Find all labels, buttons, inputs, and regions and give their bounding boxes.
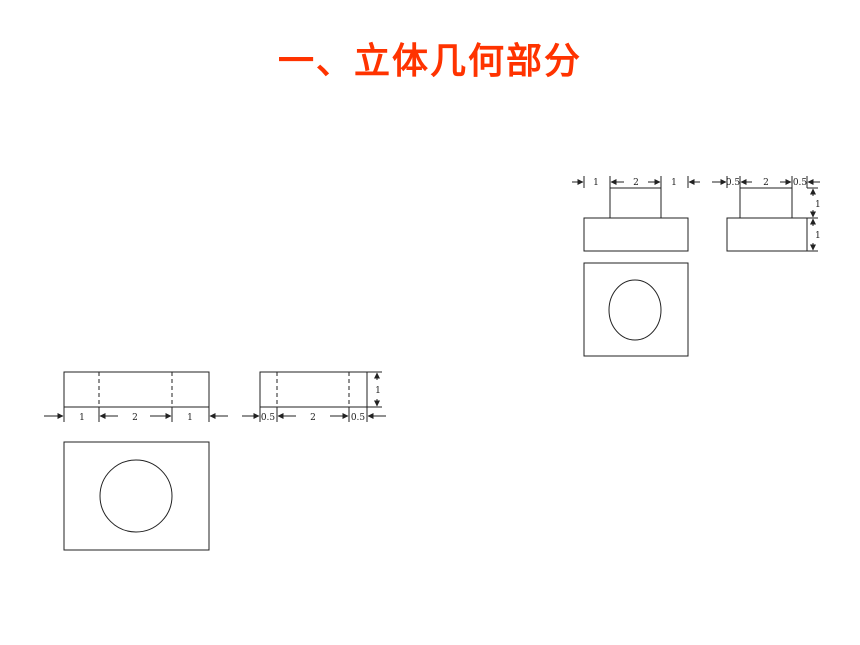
right-height-dim-1: 1	[815, 200, 821, 210]
right-three-view: 1 2 1 0.5 2 0.5 1	[572, 176, 821, 357]
right-height-dim-2: 1	[815, 231, 821, 241]
left-side-dim-1: 0.5	[261, 413, 276, 423]
right-side-dim-2: 2	[763, 178, 769, 188]
right-top-view	[583, 262, 689, 357]
right-front-view: 1 2 1	[572, 176, 700, 252]
left-side-dim-2: 2	[310, 413, 316, 423]
left-top-view	[63, 441, 210, 551]
left-front-dim-1: 1	[79, 413, 85, 423]
right-side-dim-3: 0.5	[793, 178, 808, 188]
left-height-dim: 1	[375, 386, 381, 396]
left-side-dim-3: 0.5	[351, 413, 366, 423]
right-side-view: 0.5 2 0.5 1 1	[712, 176, 821, 252]
left-front-view: 1 2 1	[44, 371, 228, 423]
right-side-dim-1: 0.5	[726, 178, 741, 188]
left-three-view: 1 2 1 0.5 2 0.5 1	[44, 371, 386, 551]
left-side-view: 0.5 2 0.5 1	[242, 371, 386, 423]
page-title: 一、立体几何部分	[277, 40, 582, 82]
left-front-dim-3: 1	[187, 413, 193, 423]
right-front-dim-2: 2	[633, 178, 639, 188]
right-front-dim-1: 1	[593, 178, 599, 188]
right-front-dim-3: 1	[671, 178, 677, 188]
left-front-dim-2: 2	[132, 413, 138, 423]
